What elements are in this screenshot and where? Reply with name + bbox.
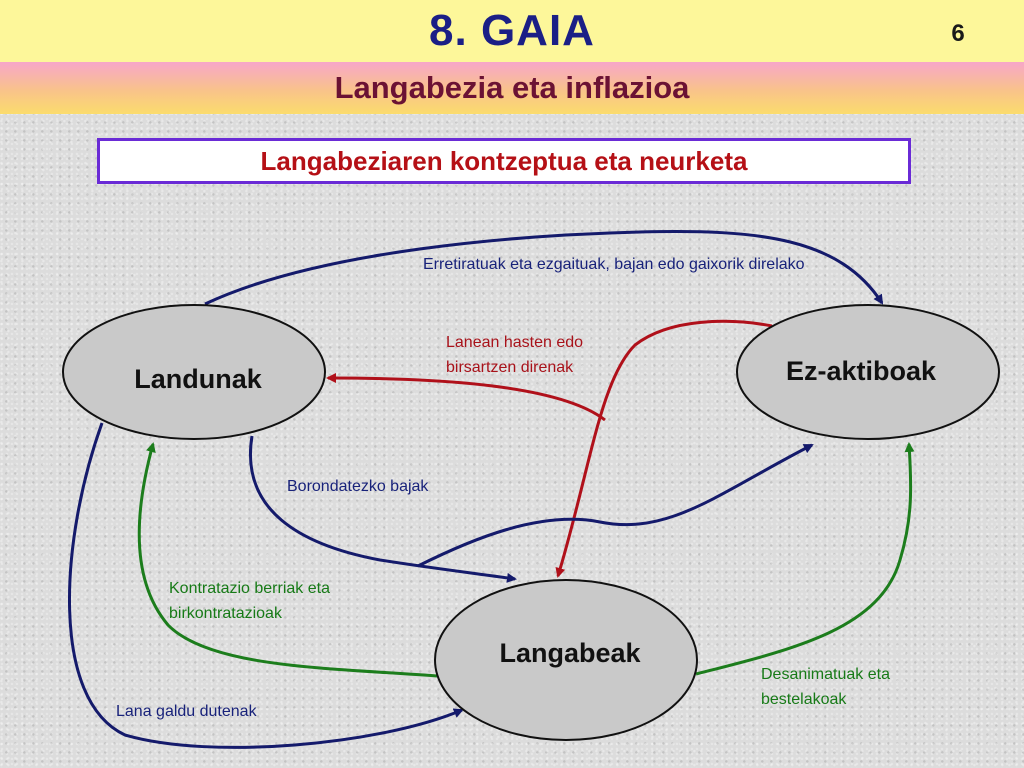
slide-subtitle: Langabezia eta inflazioa bbox=[334, 70, 690, 105]
arrow-langabeak-to-ezaktiboak bbox=[417, 443, 814, 568]
label-desanimatuak: Desanimatuak eta bestelakoak bbox=[761, 666, 890, 708]
label-lanean-hasten: Lanean hasten edo birsartzen direnak bbox=[446, 334, 584, 376]
header-band bbox=[0, 0, 1024, 62]
node-ez-aktiboak: Ez-aktiboak bbox=[736, 304, 1000, 440]
arrow-landunak-to-ezaktiboak bbox=[204, 230, 884, 306]
chapter-title: 8. GAIA bbox=[429, 6, 595, 55]
section-title: Langabeziaren kontzeptua eta neurketa bbox=[260, 146, 748, 176]
label-lana-galdu: Lana galdu dutenak bbox=[116, 703, 257, 720]
label-kontratazio: Kontratazio berriak eta birkontratazioak bbox=[169, 580, 330, 622]
node-langabeak: Langabeak bbox=[434, 579, 698, 741]
node-landunak-label: Landunak bbox=[134, 364, 262, 394]
section-title-box: Langabeziaren kontzeptua eta neurketa bbox=[97, 138, 911, 184]
arrow-langabeak-to-landunak bbox=[137, 442, 438, 678]
node-langabeak-label: Langabeak bbox=[499, 638, 641, 668]
label-borondatezko: Borondatezko bajak bbox=[287, 478, 429, 495]
page-number: 6 bbox=[951, 20, 965, 47]
arrow-langabeak-to-ezaktiboak-discouraged bbox=[695, 442, 915, 676]
arrow-ezaktiboak-to-langabeak bbox=[555, 319, 773, 578]
node-ez-aktiboak-label: Ez-aktiboak bbox=[786, 356, 937, 386]
subtitle-band bbox=[0, 62, 1024, 114]
node-landunak: Landunak bbox=[62, 304, 326, 440]
arrow-ezaktiboak-to-landunak bbox=[326, 373, 606, 422]
label-erretiratuak: Erretiratuak eta ezgaituak, bajan edo ga… bbox=[423, 256, 805, 273]
arrow-landunak-to-langabeak-jobloss bbox=[68, 422, 464, 749]
arrow-landunak-to-langabeak-voluntary bbox=[249, 435, 517, 583]
